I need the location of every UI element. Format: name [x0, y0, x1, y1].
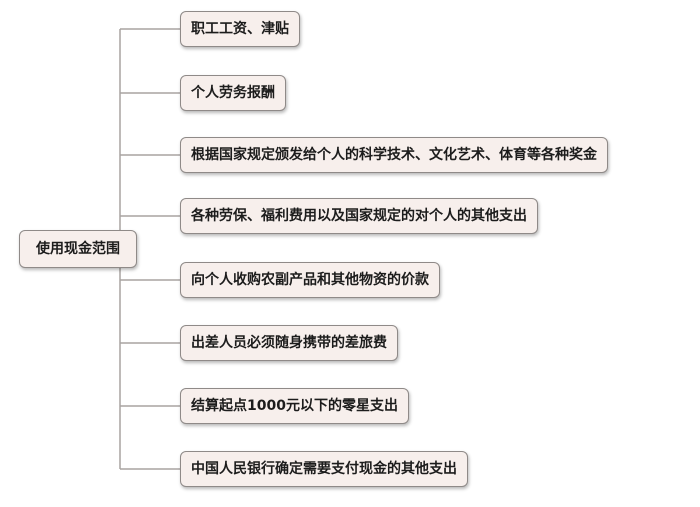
branch-node-labor-pay: 个人劳务报酬	[180, 75, 286, 111]
branch-node-petty-expense: 结算起点1000元以下的零星支出	[180, 388, 409, 424]
branch-node-purchase: 向个人收购农副产品和其他物资的价款	[180, 262, 440, 298]
branch-node-other: 中国人民银行确定需要支付现金的其他支出	[180, 451, 468, 487]
branch-node-welfare: 各种劳保、福利费用以及国家规定的对个人的其他支出	[180, 198, 538, 234]
root-node: 使用现金范围	[19, 230, 137, 268]
branch-node-wages: 职工工资、津贴	[180, 11, 300, 47]
branch-node-travel: 出差人员必须随身携带的差旅费	[180, 325, 398, 361]
branch-node-awards: 根据国家规定颁发给个人的科学技术、文化艺术、体育等各种奖金	[180, 137, 608, 173]
